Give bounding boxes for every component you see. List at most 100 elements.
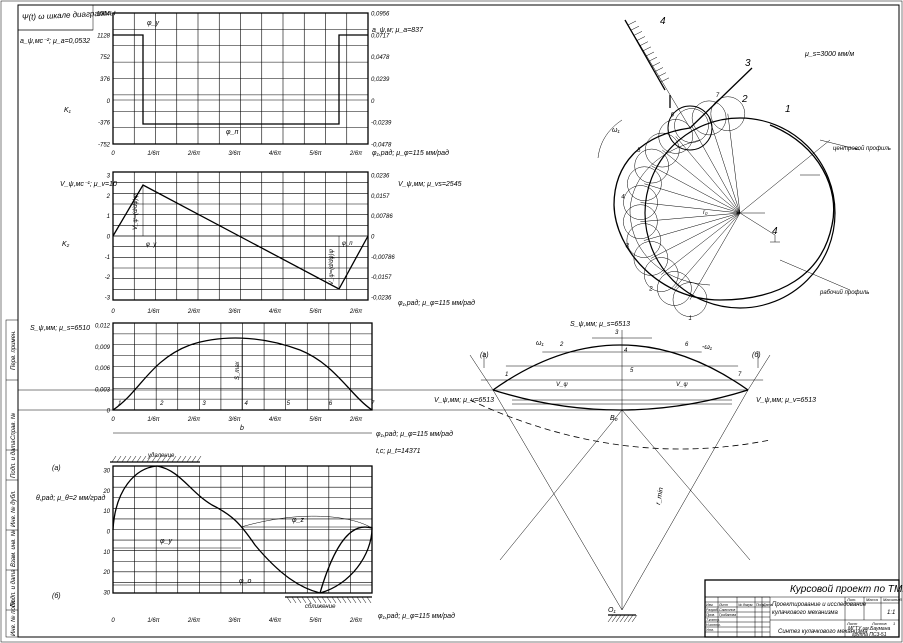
cam-label-4b: 4 xyxy=(772,226,778,237)
arc-mark: 2 xyxy=(559,342,564,348)
roller-position xyxy=(645,132,680,168)
working-profile-note: рабочий профиль xyxy=(819,289,869,296)
position-label: 6 xyxy=(329,401,333,407)
scale-value: 1:1 xyxy=(887,610,895,616)
y-tick-label: 0 xyxy=(107,235,111,241)
y-tick-label: 0,0717 xyxy=(371,33,390,39)
x-tick-label: 3/6π xyxy=(228,309,241,315)
cam-center-profile xyxy=(644,117,836,309)
cam-label-1: 1 xyxy=(785,104,791,115)
stamp-header: Лист xyxy=(718,603,728,607)
position-label: 1 xyxy=(118,401,121,407)
hatch-mark xyxy=(316,596,322,604)
position-label: 5 xyxy=(287,401,291,407)
side-label: Инв. № дубл. xyxy=(10,490,17,527)
hatch-mark xyxy=(166,455,172,463)
hatch-mark xyxy=(639,41,649,46)
k2-label: K₂ xyxy=(62,241,70,248)
roller-position xyxy=(623,204,658,239)
omega-arrow xyxy=(597,119,623,159)
ray-line xyxy=(640,212,741,222)
side-label: Подп. и дата xyxy=(11,440,17,478)
follower-arm xyxy=(689,67,753,129)
stamp-header: № докум. xyxy=(738,603,753,607)
y-tick-label: 1504 xyxy=(97,12,111,18)
hatch-mark xyxy=(296,596,302,604)
y-tick-label: -0,0478 xyxy=(371,143,392,149)
hatch-mark xyxy=(291,596,297,604)
cam-position-label: 6 xyxy=(671,112,675,118)
x-tick-label: 1/6π xyxy=(147,151,160,157)
y-tick-label: 0,0478 xyxy=(371,55,390,61)
chart2-ylabel-right: V_ψ,мм; μ_vs=2545 xyxy=(398,181,462,188)
chart3-xlabel: φ₁,рад; μ_φ=115 мм/рад xyxy=(376,430,453,438)
cam-position-label: 3 xyxy=(625,243,629,249)
cam-rays xyxy=(640,113,741,300)
ray-line xyxy=(708,117,741,214)
ray-line xyxy=(727,113,741,214)
hdr-mass: Масса xyxy=(866,597,879,602)
hatch-mark xyxy=(615,614,622,623)
y-tick-label: -0,0236 xyxy=(371,296,392,302)
y-tick-label: 0,0236 xyxy=(371,174,390,180)
ray-line xyxy=(651,165,741,214)
roller-position xyxy=(657,271,692,306)
a-label: (a) xyxy=(52,465,61,472)
upper-arc xyxy=(492,344,749,391)
chart1-ylabel: a_ψ,мс⁻²; μ_a=0,0532 xyxy=(20,38,90,45)
x-tick-label: 2/6π xyxy=(187,309,201,315)
y-tick-label: 3 xyxy=(107,174,111,180)
y-tick-label: 0 xyxy=(371,99,375,105)
y-tick-label: -376 xyxy=(98,121,111,127)
hatch-mark xyxy=(356,596,362,604)
y-tick-label: 0,006 xyxy=(95,366,111,372)
roller-position xyxy=(691,100,727,136)
cam-position-label: 2 xyxy=(648,286,653,292)
hatch-mark xyxy=(311,596,317,604)
y-tick-label: 0,0239 xyxy=(371,77,390,83)
y-tick-label: -752 xyxy=(98,143,111,149)
hdr-scale: Масштаб xyxy=(883,597,902,602)
ray-line xyxy=(662,149,741,214)
hatch-mark xyxy=(619,614,626,623)
hatch-mark xyxy=(631,614,638,623)
hatch-mark xyxy=(116,455,122,463)
x-tick-label: 1/6π xyxy=(147,618,160,624)
sheet-label: Лист xyxy=(846,621,858,626)
y-tick-label: -3 xyxy=(105,296,111,302)
position-label: 3 xyxy=(202,401,206,407)
x-tick-label: 2/6π xyxy=(349,417,363,423)
arc-mark: 3 xyxy=(615,330,619,336)
cam-position-label: 1 xyxy=(688,316,691,322)
stamp-name: Грибанова xyxy=(719,613,736,617)
roller-position xyxy=(627,166,662,202)
hatch-mark xyxy=(611,614,618,623)
chart-grid xyxy=(113,13,368,144)
x-tick-label: 0 xyxy=(111,417,115,423)
hatch-mark xyxy=(326,596,332,604)
side-label: Справ. № xyxy=(10,412,17,440)
b-label: b xyxy=(240,425,244,432)
ray-line xyxy=(675,136,741,214)
arc-mark: 6 xyxy=(685,342,689,348)
x-tick-label: 5/6π xyxy=(309,309,322,315)
x-tick-label: 5/6π xyxy=(309,417,322,423)
hatch-mark xyxy=(111,455,117,463)
arc-mark: 7 xyxy=(738,372,742,378)
cam-mechanism: центровой профиль рабочий профиль μ_s=30… xyxy=(597,16,891,322)
ray-line xyxy=(674,212,741,289)
cam-label-3: 3 xyxy=(745,58,751,69)
hatch-mark xyxy=(141,455,147,463)
stamp-role: Разраб. xyxy=(706,608,719,612)
hatch-mark xyxy=(633,31,643,36)
arc-chords xyxy=(480,337,764,405)
x-tick-label: 4/6π xyxy=(269,618,282,624)
hatch-mark xyxy=(627,614,634,623)
chart-grid xyxy=(113,323,372,410)
stamp-role: Н.контр. xyxy=(706,623,721,627)
y-tick-label: 0,00786 xyxy=(371,214,393,220)
lower-arc xyxy=(492,389,749,411)
angle-circle-arc xyxy=(319,526,373,594)
